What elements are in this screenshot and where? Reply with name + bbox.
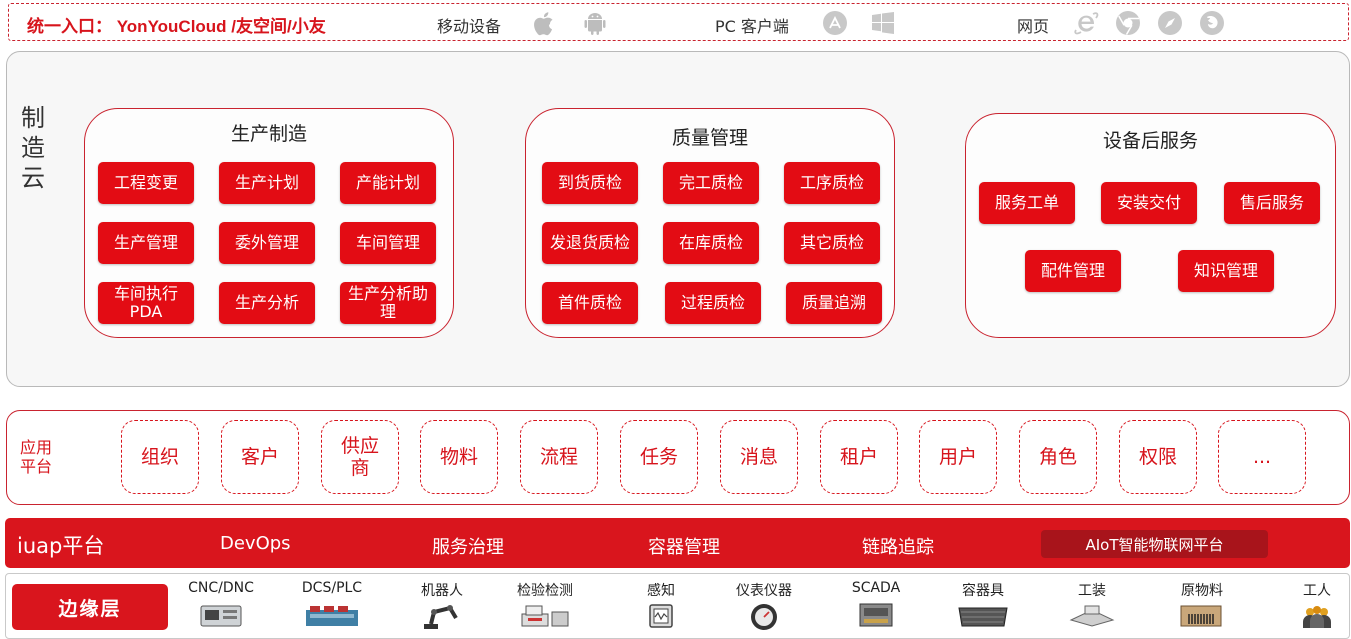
plc-cabinet-icon xyxy=(306,606,358,626)
module-quality-traceability[interactable]: 质量追溯 xyxy=(786,282,882,324)
app-item-customer[interactable]: 客户 xyxy=(221,420,299,494)
module-outsourcing-management[interactable]: 委外管理 xyxy=(219,222,315,264)
module-capacity-plan[interactable]: 产能计划 xyxy=(340,162,436,204)
app-item-permission[interactable]: 权限 xyxy=(1119,420,1197,494)
module-other-inspection[interactable]: 其它质检 xyxy=(784,222,880,264)
app-item-role[interactable]: 角色 xyxy=(1019,420,1097,494)
app-item-supplier[interactable]: 供应商 xyxy=(321,420,399,494)
module-process-step-inspection[interactable]: 工序质检 xyxy=(784,162,880,204)
edge-item-label: CNC/DNC xyxy=(188,580,254,596)
testing-equipment-icon xyxy=(521,605,569,627)
edge-item-dcs-plc[interactable]: DCS/PLC xyxy=(287,580,377,628)
edge-item-scada[interactable]: SCADA xyxy=(831,580,921,628)
mobile-device-label: 移动设备 xyxy=(437,17,502,36)
edge-item-robot[interactable]: 机器人 xyxy=(397,580,487,630)
container-icon xyxy=(958,607,1008,627)
web-label: 网页 xyxy=(1017,17,1050,36)
app-item-message[interactable]: 消息 xyxy=(720,420,798,494)
module-in-process-inspection[interactable]: 过程质检 xyxy=(665,282,761,324)
edge-item-label: DCS/PLC xyxy=(301,580,363,596)
edge-item-cnc-dnc[interactable]: CNC/DNC xyxy=(176,580,266,628)
module-production-analysis-assistant[interactable]: 生产分析助理 xyxy=(340,282,436,324)
iuap-item-devops[interactable]: DevOps xyxy=(220,533,291,554)
windows-icon[interactable] xyxy=(869,9,897,37)
safari-icon[interactable] xyxy=(1156,9,1184,37)
edge-item-label: 原物料 xyxy=(1181,583,1223,599)
edge-item-label: 检验检测 xyxy=(517,583,573,599)
module-production-analysis[interactable]: 生产分析 xyxy=(219,282,315,324)
manufacturing-cloud-title: 制造云 xyxy=(21,104,45,192)
module-completion-inspection[interactable]: 完工质检 xyxy=(663,162,759,204)
edge-item-inspection-testing[interactable]: 检验检测 xyxy=(500,580,590,628)
app-item-organization[interactable]: 组织 xyxy=(121,420,199,494)
app-store-icon[interactable] xyxy=(821,9,849,37)
module-arrival-inspection[interactable]: 到货质检 xyxy=(542,162,638,204)
module-return-inspection[interactable]: 发退货质检 xyxy=(542,222,638,264)
edge-item-label: 容器具 xyxy=(962,583,1004,599)
module-workshop-management[interactable]: 车间管理 xyxy=(340,222,436,264)
edge-item-containers[interactable]: 容器具 xyxy=(938,580,1028,628)
gauge-icon xyxy=(751,604,777,630)
app-item-more[interactable]: ... xyxy=(1218,420,1306,494)
module-parts-management[interactable]: 配件管理 xyxy=(1025,250,1121,292)
edge-item-sensing[interactable]: 感知 xyxy=(616,580,706,630)
edge-item-workers[interactable]: 工人 xyxy=(1272,580,1351,630)
module-engineering-change[interactable]: 工程变更 xyxy=(98,162,194,204)
raw-material-box-icon xyxy=(1180,605,1222,627)
workers-icon xyxy=(1303,606,1331,628)
app-item-user[interactable]: 用户 xyxy=(919,420,997,494)
unified-entry-bar: 统一入口： YonYouCloud /友空间/小友 移动设备 PC 客户端 网页 xyxy=(8,3,1349,41)
android-icon[interactable] xyxy=(581,9,609,37)
edge-layer-label: 边缘层 xyxy=(12,584,168,630)
edge-layer-row: 边缘层 CNC/DNC DCS/PLC 机器人 检验检测 xyxy=(5,573,1350,639)
module-production-plan[interactable]: 生产计划 xyxy=(219,162,315,204)
iuap-platform-bar: iuap平台 DevOps 服务治理 容器管理 链路追踪 AIoT智能物联网平台 xyxy=(5,518,1350,568)
app-item-task[interactable]: 任务 xyxy=(620,420,698,494)
fixture-icon xyxy=(1069,605,1115,627)
edge-item-label: 仪表仪器 xyxy=(736,583,792,599)
module-workshop-execution-pda[interactable]: 车间执行PDA xyxy=(98,282,194,324)
chrome-icon[interactable] xyxy=(1114,9,1142,37)
module-service-order[interactable]: 服务工单 xyxy=(979,182,1075,224)
aiot-platform-badge[interactable]: AIoT智能物联网平台 xyxy=(1041,530,1268,558)
group-title: 质量管理 xyxy=(671,127,748,149)
apple-icon[interactable] xyxy=(531,9,559,37)
app-item-tenant[interactable]: 租户 xyxy=(820,420,898,494)
scada-module-icon xyxy=(859,603,893,627)
unified-entry-label: 统一入口： YonYouCloud /友空间/小友 xyxy=(27,17,326,36)
group-title: 设备后服务 xyxy=(1102,130,1198,152)
iuap-item-tracing[interactable]: 链路追踪 xyxy=(862,537,934,558)
iuap-item-container-management[interactable]: 容器管理 xyxy=(648,537,720,558)
iuap-item-service-governance[interactable]: 服务治理 xyxy=(432,537,504,558)
edge-item-tooling[interactable]: 工装 xyxy=(1047,580,1137,628)
iuap-title: iuap平台 xyxy=(17,534,105,558)
module-production-management[interactable]: 生产管理 xyxy=(98,222,194,264)
application-platform-label: 应用平台 xyxy=(20,438,53,476)
module-first-article-inspection[interactable]: 首件质检 xyxy=(542,282,638,324)
module-knowledge-management[interactable]: 知识管理 xyxy=(1178,250,1274,292)
app-item-workflow[interactable]: 流程 xyxy=(520,420,598,494)
edge-item-label: SCADA xyxy=(851,580,901,596)
after-sales-group: 设备后服务 xyxy=(965,113,1336,338)
module-after-sales-service[interactable]: 售后服务 xyxy=(1224,182,1320,224)
sensor-icon xyxy=(649,604,673,628)
firefox-icon[interactable] xyxy=(1198,9,1226,37)
edge-item-label: 感知 xyxy=(647,583,675,599)
robot-arm-icon xyxy=(424,605,458,629)
module-inventory-inspection[interactable]: 在库质检 xyxy=(663,222,759,264)
group-title: 生产制造 xyxy=(230,123,307,145)
app-item-material[interactable]: 物料 xyxy=(420,420,498,494)
edge-item-instruments[interactable]: 仪表仪器 xyxy=(719,580,809,632)
cnc-machine-icon xyxy=(200,605,242,627)
edge-item-label: 机器人 xyxy=(421,583,463,599)
edge-item-raw-materials[interactable]: 原物料 xyxy=(1157,580,1247,628)
edge-item-label: 工装 xyxy=(1078,583,1106,599)
edge-item-label: 工人 xyxy=(1303,583,1331,599)
ie-icon[interactable] xyxy=(1072,9,1100,37)
pc-client-label: PC 客户端 xyxy=(715,17,789,36)
module-installation-delivery[interactable]: 安装交付 xyxy=(1101,182,1197,224)
